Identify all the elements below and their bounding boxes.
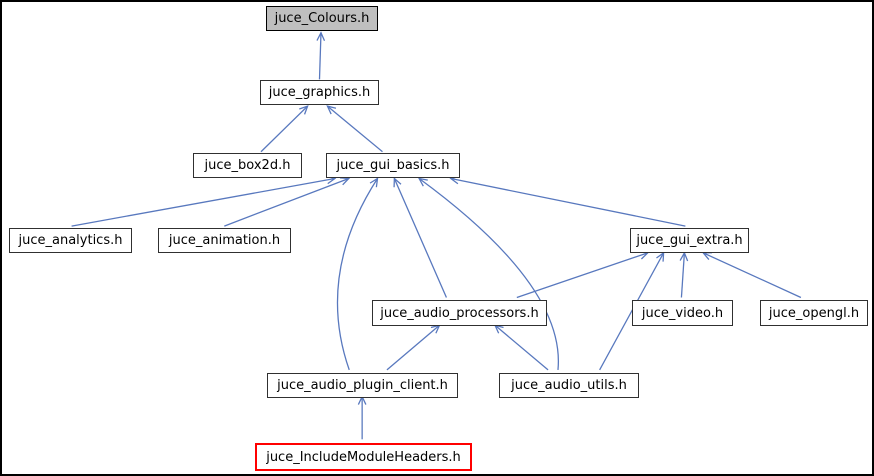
- graph-node-juce-video[interactable]: juce_video.h: [632, 300, 733, 326]
- graph-node-juce-analytics[interactable]: juce_analytics.h: [9, 228, 132, 253]
- edge-juce-animation-to-juce-gui-basics: [224, 177, 351, 227]
- graph-node-juce-animation[interactable]: juce_animation.h: [158, 228, 291, 253]
- edge-juce-audio-processors-to-juce-gui-extra: [516, 251, 650, 299]
- graph-node-juce-gui-extra[interactable]: juce_gui_extra.h: [630, 228, 749, 253]
- edge-juce-graphics-to-juce-colours: [316, 31, 326, 80]
- edge-juce-audio-plugin-client-to-juce-gui-basics: [336, 177, 379, 371]
- graph-node-juce-colours: juce_Colours.h: [266, 6, 378, 31]
- edge-juce-box2d-to-juce-graphics: [260, 105, 309, 153]
- graph-node-juce-audio-utils[interactable]: juce_audio_utils.h: [499, 373, 639, 398]
- graph-node-juce-opengl[interactable]: juce_opengl.h: [760, 300, 868, 326]
- edge-juce-video-to-juce-gui-extra: [679, 251, 689, 298]
- edge-juce-audio-utils-to-juce-audio-processors: [493, 324, 549, 371]
- graph-node-juce-graphics[interactable]: juce_graphics.h: [260, 80, 379, 105]
- edge-juce-audio-plugin-client-to-juce-audio-processors: [386, 324, 441, 371]
- graph-node-juce-gui-basics[interactable]: juce_gui_basics.h: [326, 153, 460, 178]
- graph-node-juce-box2d[interactable]: juce_box2d.h: [193, 153, 302, 178]
- edge-juce-opengl-to-juce-gui-extra: [701, 252, 802, 299]
- graph-node-juce-audio-plugin-client[interactable]: juce_audio_plugin_client.h: [267, 373, 458, 398]
- graph-node-juce-include-module-headers[interactable]: juce_IncludeModuleHeaders.h: [255, 443, 472, 471]
- edge-juce-gui-extra-to-juce-gui-basics: [449, 175, 686, 227]
- edge-juce-audio-processors-to-juce-gui-basics: [393, 177, 448, 298]
- edge-juce-analytics-to-juce-gui-basics: [71, 175, 337, 227]
- graph-node-juce-audio-processors[interactable]: juce_audio_processors.h: [372, 300, 547, 326]
- edge-juce-gui-basics-to-juce-graphics: [326, 105, 383, 153]
- edge-juce-audio-utils-to-juce-gui-basics: [417, 177, 560, 370]
